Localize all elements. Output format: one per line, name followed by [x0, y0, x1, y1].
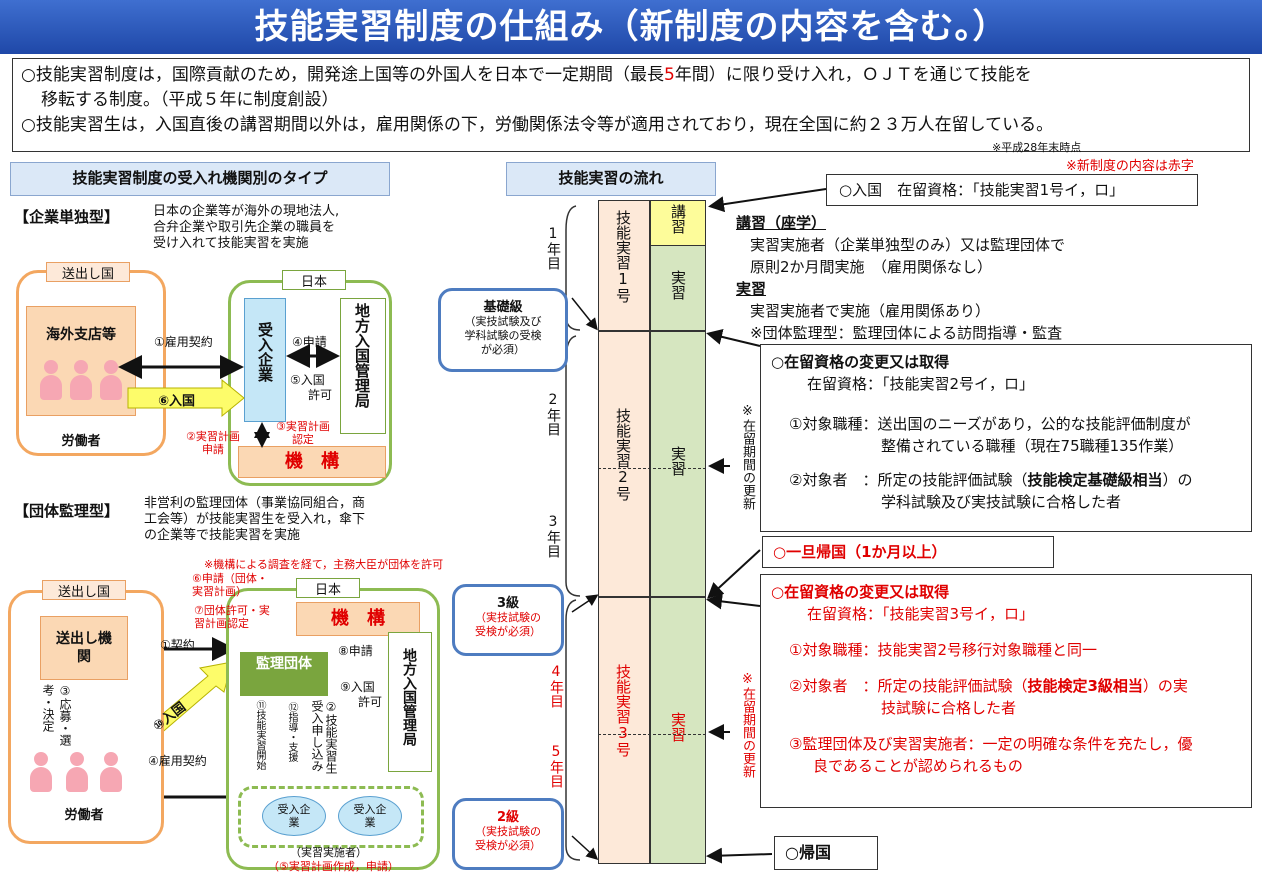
group-a11: ⑪技能実習開始 — [254, 700, 265, 770]
worker-icon — [66, 752, 88, 792]
year-2: 2年目 — [545, 392, 561, 436]
intro-box: ○技能実習制度は，国際貢献のため，開発途上国等の外国人を日本で一定期間（最長5年… — [12, 58, 1250, 152]
corp-a4: ④申請 — [292, 335, 327, 349]
intro-line1: ○技能実習制度は，国際貢献のため，開発途上国等の外国人を日本で一定期間（最長5年… — [21, 65, 1032, 85]
page-title: 技能実習制度の仕組み（新制度の内容を含む。） — [0, 0, 1262, 54]
level-2: 2級 （実技試験の受検が必須） — [452, 798, 564, 870]
return-once-box: ○一旦帰国（1か月以上） — [762, 536, 1054, 568]
corp-label: 【企業単独型】 — [14, 208, 120, 226]
corp-sending-label: 送出し国 — [46, 262, 130, 282]
lecture-cell — [650, 200, 706, 246]
renew-note-1: ※在留期間の更新 — [740, 404, 755, 510]
group-kiko: 機 構 — [296, 602, 420, 636]
group-a4: ④雇用契約 — [148, 754, 207, 768]
change-box-3: ○在留資格の変更又は取得 在留資格：「技能実習3号イ，ロ」 ①対象職種：技能実習… — [760, 574, 1252, 808]
divider-dash-1 — [598, 468, 706, 469]
corp-a5: ⑤入国許可 — [290, 373, 333, 402]
level-3: 3級 （実技試験の受検が必須） — [452, 584, 564, 656]
worker-icon — [30, 752, 52, 792]
group-label: 【団体監理型】 — [14, 502, 120, 520]
divider-2 — [598, 596, 706, 598]
group-workers-label: 労働者 — [64, 808, 104, 823]
group-a3: ③応募・選考・決定 — [41, 684, 72, 746]
group-japan-label: 日本 — [296, 578, 360, 598]
return-home-box: ○帰国 — [774, 836, 878, 870]
group-impl-area — [238, 786, 424, 848]
practice-label-1: 実習 — [669, 270, 687, 300]
corp-company-box — [244, 298, 286, 422]
lecture-text: 講習（座学） 実習実施者（企業単独型のみ）又は監理団体で 原則2か月間実施 （雇… — [736, 214, 1066, 342]
group-a12: ⑫指導・支援 — [286, 702, 297, 762]
group-a9: ⑨入国許可 — [340, 680, 383, 709]
group-a1: ①契約 — [160, 638, 195, 652]
group-company-2: 受入企業 — [338, 796, 402, 836]
level-basic: 基礎級 （実技試験及び学科試験の受検が必須） — [438, 288, 568, 372]
flow-column-right — [650, 200, 706, 864]
left-header: 技能実習制度の受入れ機関別のタイプ — [10, 162, 390, 196]
corp-desc: 日本の企業等が海外の現地法人,合弁企業や取引先企業の職員を受け入れて技能実習を実… — [153, 204, 340, 251]
group-a6: ⑥申請（団体・実習計画） — [192, 572, 268, 598]
lecture-label: 講習 — [669, 204, 687, 234]
right-header: 技能実習の流れ — [506, 162, 716, 196]
change-box-2: ○在留資格の変更又は取得 在留資格：「技能実習2号イ，ロ」 ①対象職種：送出国の… — [760, 344, 1252, 532]
corp-company-label: 受入企業 — [256, 322, 274, 382]
group-supervise-box: 監理団体 — [240, 652, 328, 696]
group-a8: ⑧申請 — [338, 644, 373, 658]
red-note: ※新制度の内容は赤字 — [1066, 159, 1194, 174]
corp-japan-label: 日本 — [282, 270, 346, 290]
intro-note: ※平成28年末時点 — [992, 141, 1082, 154]
grade-2: 技能実習2号 — [614, 408, 632, 501]
year-1: 1年目 — [545, 226, 561, 270]
group-agency-label: 送出し機関 — [56, 631, 112, 665]
corp-workers-label: 労働者 — [61, 434, 101, 449]
worker-icon — [70, 360, 92, 400]
grade-1: 技能実習1号 — [614, 210, 632, 303]
group-impl-note: （⑤実習計画作成，申請） — [268, 860, 399, 873]
divider-1 — [598, 330, 706, 332]
worker-icon — [100, 752, 122, 792]
worker-icon — [100, 360, 122, 400]
corp-branch-label: 海外支店等 — [46, 327, 116, 343]
practice-label-2: 実習 — [669, 446, 687, 476]
group-note: ※機構による調査を経て，主務大臣が団体を許可 — [204, 558, 444, 571]
group-impl-label: （実習実施者） — [290, 846, 367, 859]
corp-a3: ③実習計画認定 — [276, 420, 330, 446]
grade-3: 技能実習3号 — [614, 664, 632, 757]
group-a7: ⑦団体許可・実習計画認定 — [194, 604, 270, 630]
corp-a6: ⑥入国 — [158, 394, 196, 409]
intro-line2: 移転する制度。（平成５年に制度創設） — [41, 90, 339, 110]
group-sending-label: 送出し国 — [42, 580, 126, 600]
corp-immig-box — [340, 298, 386, 434]
group-a2: ②技能実習生受入申し込み — [310, 700, 338, 774]
year-5: 5年目 — [548, 744, 564, 788]
practice-label-3: 実習 — [669, 712, 687, 742]
corp-kiko: 機 構 — [238, 446, 386, 478]
renew-note-2: ※在留期間の更新 — [740, 672, 755, 778]
group-company-1: 受入企業 — [262, 796, 326, 836]
group-immig-label: 地方入国管理局 — [401, 648, 417, 746]
intro-line3: ○技能実習生は，入国直後の講習期間以外は，雇用関係の下，労働関係法令等が適用され… — [21, 115, 1054, 135]
year-4: 4年目 — [548, 664, 564, 708]
divider-dash-2 — [598, 734, 706, 735]
flow-column-left — [598, 200, 650, 864]
year-3: 3年目 — [545, 514, 561, 558]
corp-immig-label: 地方入国管理局 — [353, 303, 371, 408]
group-immig-box — [388, 632, 432, 772]
entry-box: ○入国 在留資格：「技能実習1号イ，ロ」 — [826, 174, 1198, 206]
worker-icon — [40, 360, 62, 400]
group-agency-box — [40, 616, 128, 680]
group-desc: 非営利の監理団体（事業協同組合，商工会等）が技能実習生を受入れ，傘下の企業等で技… — [144, 496, 366, 543]
corp-a2: ②実習計画申請 — [186, 430, 240, 456]
corp-a1: ①雇用契約 — [154, 335, 213, 349]
